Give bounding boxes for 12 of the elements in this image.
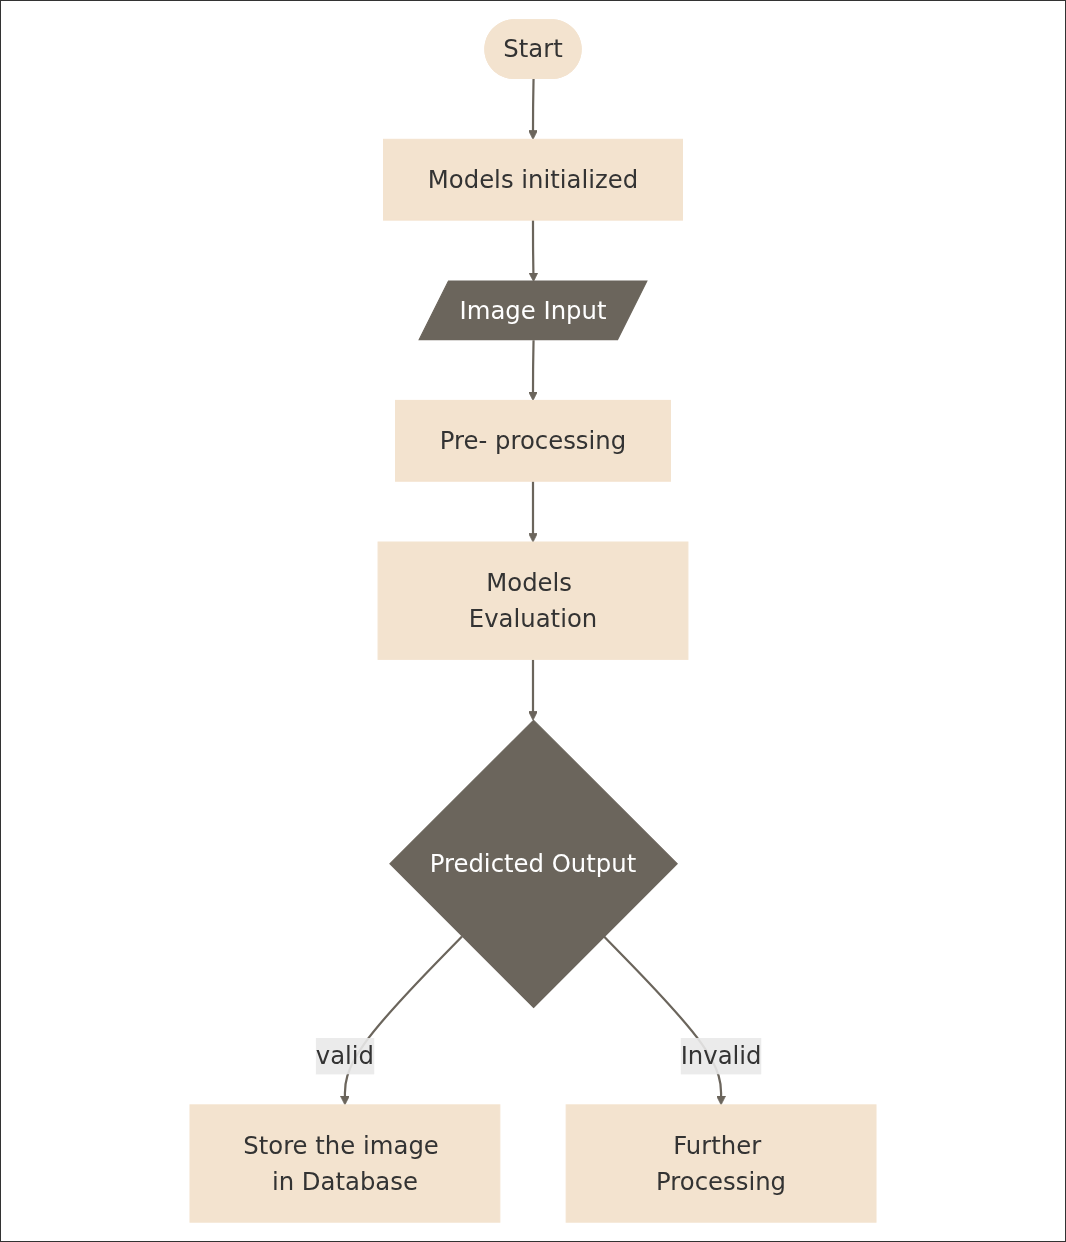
node-box: Models initialized [383,138,683,221]
node-box: Store the image in Database [189,1104,501,1223]
arrow [528,79,538,140]
arrow [528,340,538,401]
node-diamond: Predicted Output [389,719,678,1009]
arrow [528,481,538,543]
node-box: Further Processing [565,1104,877,1223]
node-box: Pre- processing [395,399,671,482]
node-box: Models Evaluation [377,541,689,660]
edge-label: Invalid [680,1042,762,1071]
edge-label: valid [315,1042,375,1071]
arrow [528,659,538,721]
